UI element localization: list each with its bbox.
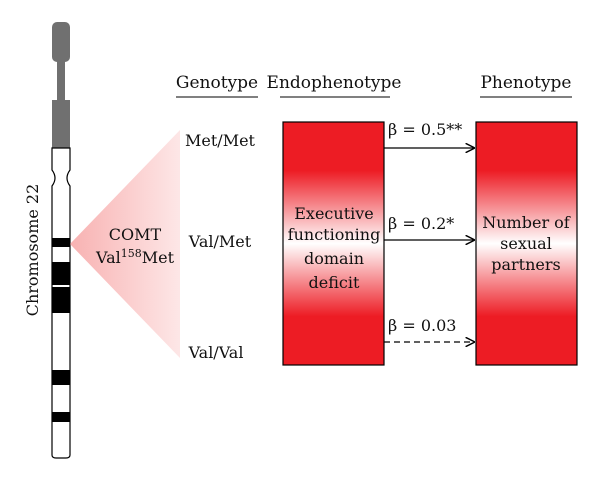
chromosome-band — [52, 238, 70, 247]
association-label: β = 0.2* — [388, 214, 454, 233]
association-2: β = 0.2* — [384, 214, 474, 240]
chromosome-p-arm — [52, 100, 70, 148]
gene-name: COMT — [109, 225, 162, 244]
chromosome-p-arm-tip — [52, 22, 70, 62]
phenotype-line: Number of — [482, 213, 571, 232]
phenotype-line: sexual — [500, 234, 552, 253]
chromosome-label: Chromosome 22 — [23, 184, 42, 317]
gene-variant: Val158Met — [95, 247, 175, 267]
association-label: β = 0.03 — [388, 316, 456, 335]
endophenotype-header: Endophenotype — [267, 73, 402, 93]
gene-variant-prefix: Val — [95, 248, 121, 267]
chromosome-band — [52, 287, 70, 313]
association-1: β = 0.5** — [384, 120, 474, 148]
association-3: β = 0.03 — [384, 316, 474, 342]
endophenotype-box — [282, 121, 385, 366]
chromosome-stalk — [57, 60, 65, 102]
phenotype-box — [475, 121, 578, 366]
endophenotype-line: deficit — [309, 273, 360, 292]
endophenotype-line: domain — [304, 249, 364, 268]
genotype-header: Genotype — [176, 73, 258, 93]
chromosome-band — [52, 412, 70, 422]
endophenotype-line: functioning — [288, 225, 381, 244]
chromosome: Chromosome 22 — [23, 22, 71, 459]
chromosome-band — [52, 370, 70, 385]
endophenotype-line: Executive — [294, 204, 374, 223]
association-label: β = 0.5** — [388, 120, 462, 139]
gene-highlight-wedge — [70, 130, 180, 358]
gene-variant-suffix: Met — [142, 248, 175, 267]
phenotype-header: Phenotype — [480, 73, 571, 93]
genotype-label: Val/Met — [188, 232, 252, 251]
genotype-label: Val/Val — [188, 343, 244, 362]
phenotype-line: partners — [491, 255, 561, 274]
chromosome-band — [52, 262, 70, 285]
genotype-label: Met/Met — [185, 131, 256, 150]
gene-variant-position: 158 — [121, 247, 142, 260]
